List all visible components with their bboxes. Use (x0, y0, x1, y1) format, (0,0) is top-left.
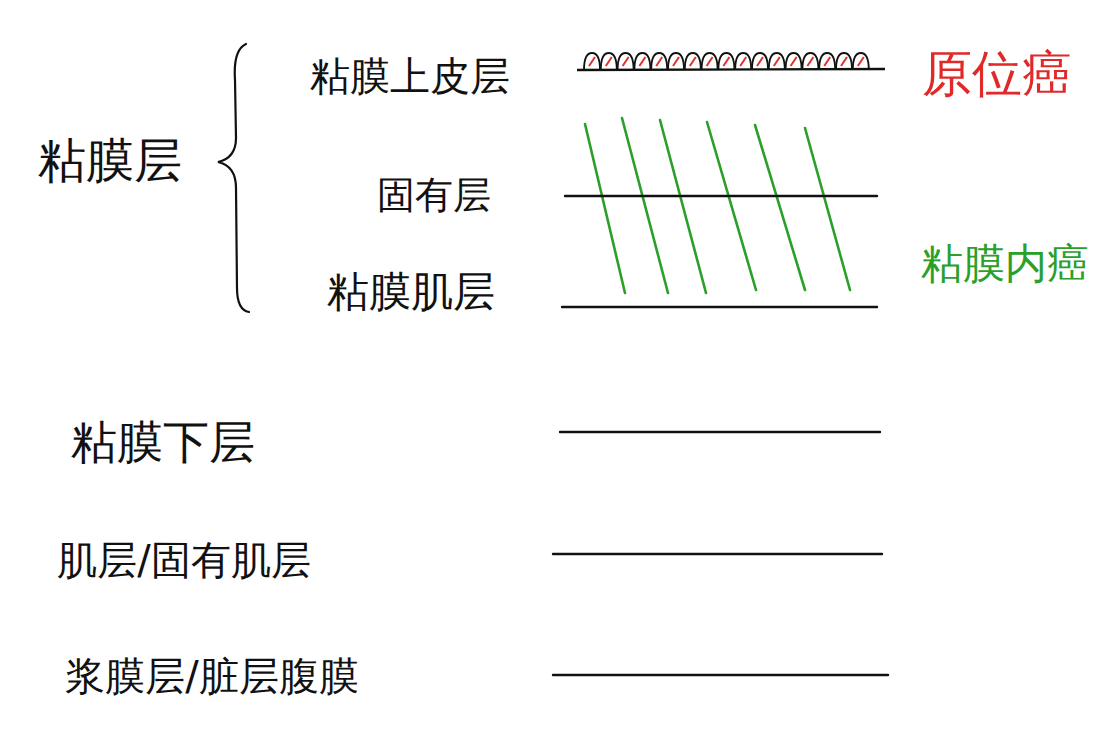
epithelium-cell (769, 53, 785, 70)
cancer-stage: 粘膜内癌 (921, 241, 1089, 287)
cancer-hatch (585, 118, 850, 293)
epithelium-cell (685, 53, 701, 70)
epithelium-cell (735, 53, 751, 70)
epithelium-cell (836, 53, 852, 70)
epithelium-line (577, 69, 885, 70)
epithelium-cell (786, 53, 802, 70)
layer-name: 粘膜上皮层 (310, 54, 510, 98)
epithelium-cell (702, 53, 718, 70)
epithelium-cell (651, 53, 667, 70)
layer-name: 肌层/固有肌层 (57, 538, 310, 582)
brace (218, 44, 249, 312)
epithelium-cell (584, 53, 600, 70)
epithelium-cell (819, 53, 835, 70)
epithelium-cell (802, 53, 818, 70)
layer-name: 浆膜层/脏层腹膜 (65, 654, 358, 698)
layer-name: 粘膜下层 (71, 417, 255, 468)
epithelium-cell (634, 53, 650, 70)
epithelium-cell (853, 53, 869, 70)
layer-group-name: 粘膜层 (38, 134, 182, 187)
layer-name: 粘膜肌层 (327, 269, 495, 315)
layer-name: 固有层 (377, 175, 491, 217)
epithelium-cell (618, 53, 634, 70)
epithelium-cells (584, 53, 869, 70)
cancer-stage: 原位癌 (922, 47, 1072, 102)
layer-lines (553, 196, 888, 675)
epithelium-cell (752, 53, 768, 70)
epithelium-cell (718, 53, 734, 70)
epithelium-cell (668, 53, 684, 70)
epithelium-cell (601, 53, 617, 70)
